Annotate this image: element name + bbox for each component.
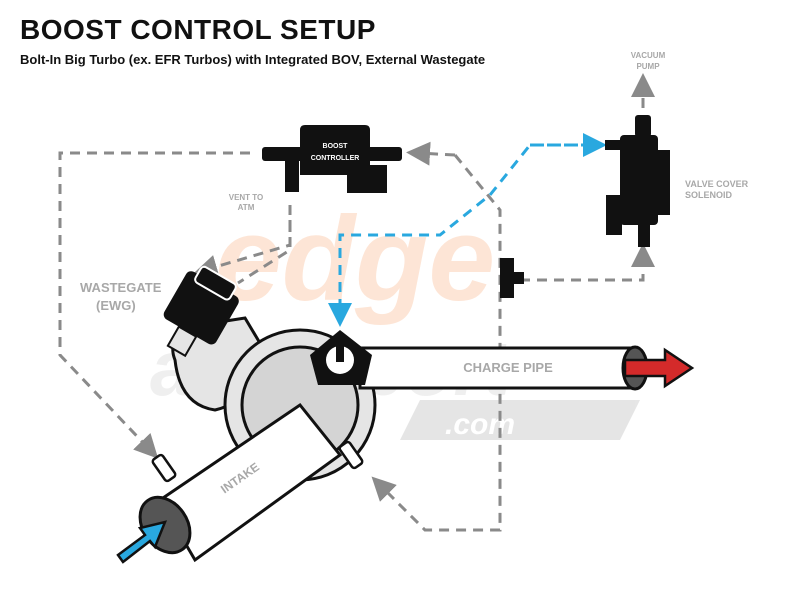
solenoid-top-port <box>635 115 651 137</box>
page-title: BOOST CONTROL SETUP <box>20 14 376 45</box>
solenoid-body <box>620 135 658 225</box>
solenoid-side-port <box>605 140 623 150</box>
bov-stem <box>336 342 344 362</box>
line-compressor-to-controller <box>371 154 502 532</box>
line-solenoid-to-bov <box>328 143 595 327</box>
solenoid-bottom-port <box>638 225 650 247</box>
controller-label-2: CONTROLLER <box>311 155 360 162</box>
compressor-nipple <box>338 440 364 470</box>
vacuum-label-1: VACUUM <box>631 51 666 60</box>
line-tee-to-solenoid <box>520 243 655 282</box>
controller-label-1: BOOST <box>323 143 349 150</box>
boost-controller[interactable]: BOOST CONTROLLER <box>262 125 402 193</box>
vacuum-label-2: PUMP <box>636 62 660 71</box>
page-subtitle: Bolt-In Big Turbo (ex. EFR Turbos) with … <box>20 52 486 67</box>
solenoid-coil <box>656 150 670 215</box>
line-controller-to-wastegate <box>237 220 292 285</box>
wastegate-neck <box>166 325 198 358</box>
solenoid-bracket <box>606 195 622 235</box>
wastegate-cap <box>194 265 237 301</box>
intake-nipple <box>151 453 177 483</box>
vent-label-1: VENT TO <box>229 193 264 202</box>
controller-port-left <box>285 160 299 192</box>
line-controller-outlet <box>406 141 456 166</box>
line-controller-to-intake <box>58 151 250 459</box>
controller-port-right <box>347 165 387 193</box>
charge-pipe[interactable]: CHARGE PIPE <box>358 345 649 391</box>
valve-cover-solenoid[interactable] <box>605 115 670 247</box>
vent-label-2: ATM <box>238 203 255 212</box>
t-fitting <box>500 258 524 298</box>
bov[interactable] <box>310 330 372 385</box>
solenoid-label-1: VALVE COVER <box>685 179 749 189</box>
watermark-brand: edge <box>215 192 495 326</box>
solenoid-label-2: SOLENOID <box>685 190 733 200</box>
watermark-plate <box>400 400 640 440</box>
vacuum-lines-blue <box>328 133 607 327</box>
external-wastegate[interactable] <box>151 260 246 365</box>
charge-pipe-label: CHARGE PIPE <box>463 360 553 375</box>
airflow-out-arrow <box>623 347 695 389</box>
watermark-domain: .com <box>445 408 515 441</box>
wastegate-label-1: WASTEGATE <box>80 280 162 295</box>
wastegate-label-2: (EWG) <box>96 298 136 313</box>
airflow-in-arrow <box>116 520 168 564</box>
controller-body <box>300 125 370 175</box>
